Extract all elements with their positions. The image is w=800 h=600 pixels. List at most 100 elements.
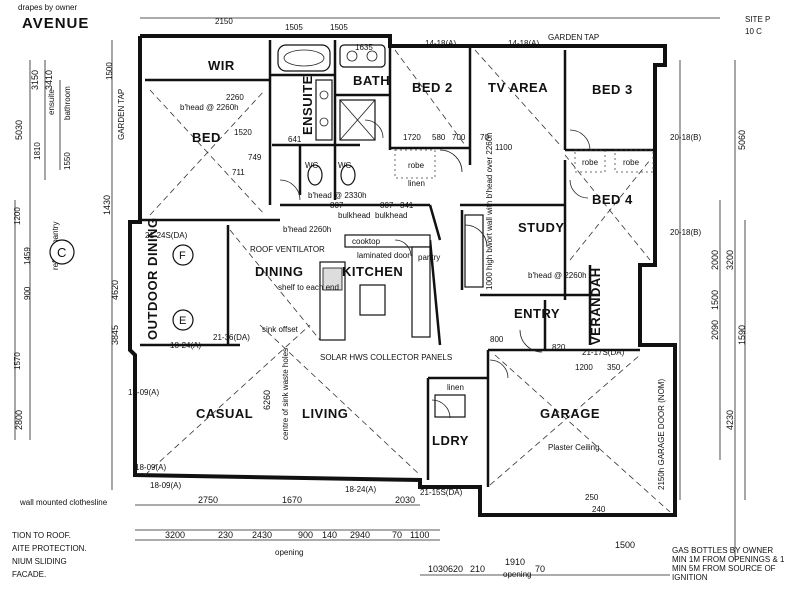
garage-ceiling-note: Plaster Ceiling [548,443,600,452]
dim-bottom-outer-7: 1100 [410,530,429,540]
dim-inner-5: 711 [232,168,245,177]
bath-vanity [339,44,386,68]
dim-inner-4: 2260 [226,93,244,102]
bhead-bed-note: b'head @ 2260h [180,103,239,112]
wall-mark-0: 21-24S(DA) [145,231,188,240]
wc-label-1: WC [305,161,319,170]
wall-mark-7: 20-18(B) [670,133,701,142]
dim-inner-6: 749 [248,153,262,162]
street-name: AVENUE [22,15,89,32]
dim-inner-17: 70 [480,133,489,142]
site-label-2: 10 C [745,27,762,36]
dim-bottom-outer-1: 230 [218,530,233,540]
room-bed3: BED 3 [592,82,633,97]
room-ensuite: ENSUITE [300,75,315,135]
dim-left-small-1: 1810 [33,142,42,160]
dim-right-1: 2000 [710,250,720,270]
note-gas-3: IGNITION [672,573,708,582]
dim-bottom-inner-1: 1670 [282,495,302,505]
wall-mark-2: 18-24(A) [170,341,201,350]
wall-marks: 21-24S(DA) 21-36(DA) 18-24(A) 18-09(A) 18-09… [128,133,701,497]
ensuite-vanity [315,79,333,141]
bathroom-dim-note: bathroom [63,86,72,120]
sink-offset-note: sink offset [262,325,299,334]
note-bottom-0: TION TO ROOF. [12,531,71,540]
dim-inner-8: 350 [607,363,621,372]
dim-inner-13: 807 [330,201,344,210]
bhead-dining-note: b'head 2260h [283,225,331,234]
room-kitchen: KITCHEN [342,264,403,279]
room-study: STUDY [518,220,565,235]
cooktop-note: cooktop [352,237,381,246]
sink-waste-note: centre of sink waste holes [281,348,290,440]
dim-inner-2: 700 [452,133,466,142]
room-dining: DINING [255,264,304,279]
dim-top-1: 1505 [285,23,303,32]
kitchen-cooktop-bench [344,234,431,248]
dim-inner-14: 807 [380,201,394,210]
dim-top-3: 1635 [355,43,373,52]
opening-note-1: opening [275,548,303,557]
dim-left-small-3: 1200 [13,207,22,225]
wall-mark-3: 18-09(A) [128,388,159,397]
dim-bottom-inner-0: 2750 [198,495,218,505]
site-label-1: SITE P [745,15,770,24]
linen-note-1: linen [408,179,425,188]
room-bed: BED [192,130,221,145]
dim-inner-0: 1720 [403,133,421,142]
roof-ventilator-note: ROOF VENTILATOR [250,245,325,254]
dim-right-5: 4230 [725,410,735,430]
room-labels: WIR BED ENSUITE BATH BED 2 TV AREA BED 3… [145,58,633,452]
clothesline-note: wall mounted clothesline [19,498,108,507]
marker-e-label: E [179,315,186,327]
dim-top-2: 1505 [330,23,348,32]
dim-left-7: 2800 [14,410,24,430]
wall-mark-4: 18-09(A) [150,481,181,490]
dim-left-2: 3410 [44,70,54,90]
toilet-1 [307,164,323,186]
dim-right-3: 1500 [710,290,720,310]
wall-mark-1: 21-36(DA) [213,333,250,342]
dim-inner-16: 1100 [495,143,513,152]
dim-left-6: 6260 [262,390,272,410]
dim-inner-12: 641 [288,135,302,144]
dim-bottom-outer-0: 3200 [165,530,185,540]
dim-top-0: 2150 [215,17,233,26]
wall-mark-5: 18-24(A) [345,485,376,494]
dim-bottom-right-0: 1030 [428,564,448,574]
plan-notes: b'head @ 2260h b'head @ 2330h b'head 226… [19,86,666,579]
room-wir: WIR [208,58,235,73]
ensuite-dim-note: ensuite [47,89,56,115]
dim-left-small-0: 1500 [105,62,114,80]
wall-mark-6: 21-15S(DA) [420,488,463,497]
garden-tap-left: GARDEN TAP [117,89,126,140]
dimension-lines [14,17,746,576]
dim-left-small-6: 1570 [13,352,22,370]
dim-left-small-5: 900 [23,286,32,300]
pantry-note: pantry [418,253,440,262]
room-laundry: LDRY [432,433,469,448]
bhead-hall-note: b'head @ 2330h [308,191,367,200]
dim-bottom-outer-5: 2940 [350,530,370,540]
dim-left-5: 3845 [110,325,120,345]
dim-inner-1: 580 [432,133,446,142]
dim-right-6: 1590 [737,325,747,345]
marker-e-circle [172,309,194,331]
circle-markers: C F E [49,239,194,331]
dim-bottom-outer-2: 2430 [252,530,272,540]
bhead-entry-note: b'head @ 2260h [528,271,587,280]
garden-tap-top: GARDEN TAP [548,33,599,42]
dim-bottom-inner-2: 2030 [395,495,415,505]
marker-c-circle [49,239,75,265]
room-bed4: BED 4 [592,192,633,207]
dim-bottom-outer-6: 70 [392,530,402,540]
dim-inner-7: 1200 [575,363,593,372]
dim-inner-10: 240 [592,505,606,514]
linen-note-2: linen [447,383,464,392]
note-gas-2: MIN 5M FROM SOURCE OF [672,564,776,573]
bathtub [277,44,331,72]
